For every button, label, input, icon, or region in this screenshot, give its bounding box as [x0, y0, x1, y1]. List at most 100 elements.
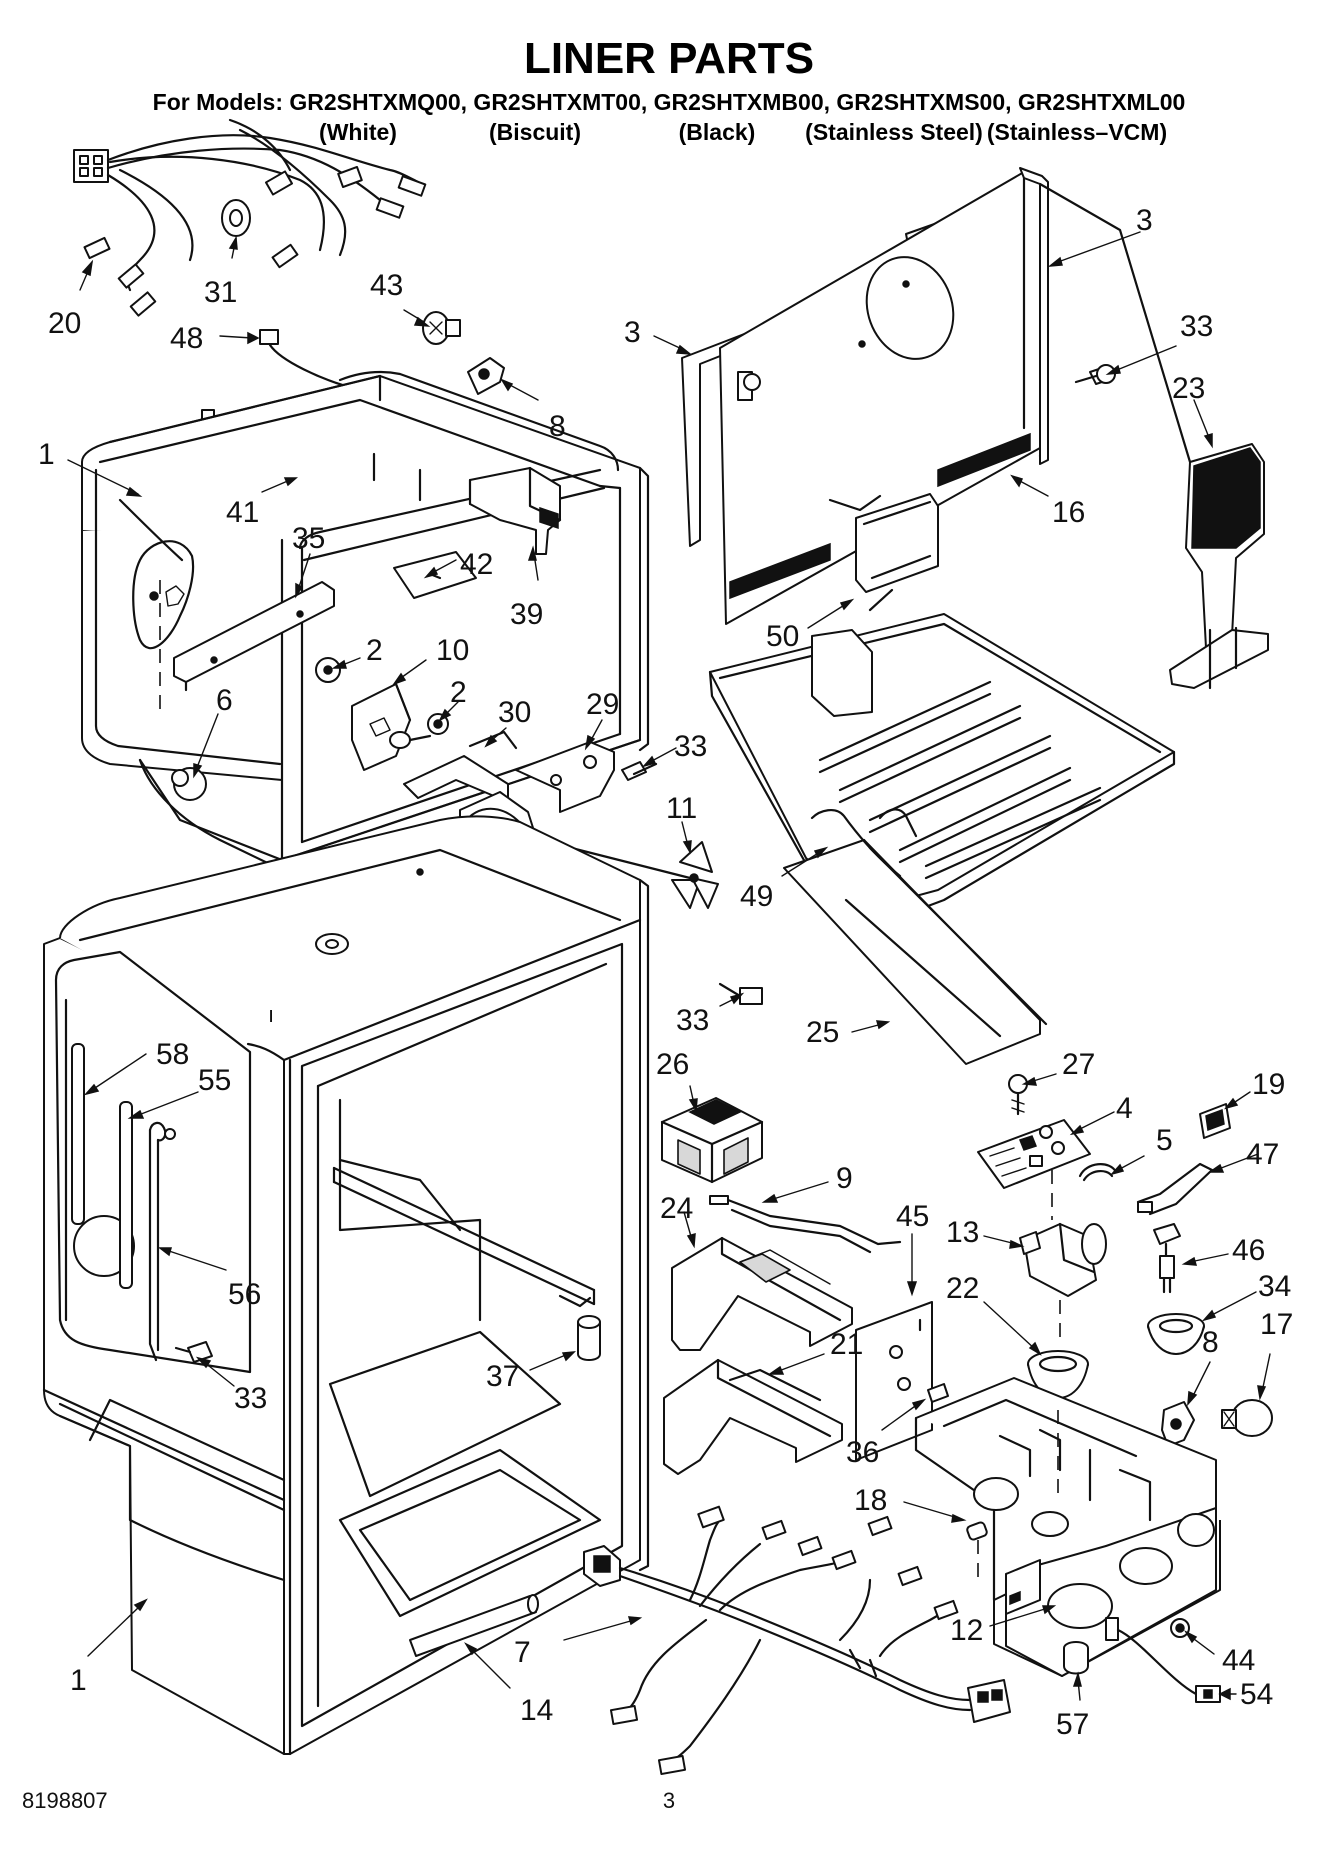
fan-bracket-25 [783, 808, 1048, 1065]
callout-43: 43 [370, 269, 403, 302]
damper-assembly-13 [1019, 1170, 1107, 1340]
callout-42: 42 [460, 548, 493, 581]
callout-33-a: 33 [674, 730, 707, 763]
clip-5 [1078, 1163, 1118, 1182]
callout-27: 27 [1062, 1048, 1095, 1081]
callout-21: 21 [830, 1328, 863, 1361]
switch-housing-26 [660, 1097, 764, 1184]
callout-34: 34 [1258, 1270, 1291, 1303]
callout-1-top: 1 [38, 438, 55, 471]
callout-labels: 20 31 48 43 8 1 41 35 42 39 2 10 6 2 30 … [38, 204, 1293, 1741]
plug-2-left [315, 657, 341, 683]
page-title: LINER PARTS [524, 34, 814, 83]
callout-10: 10 [436, 634, 469, 667]
heater-56 [148, 1121, 176, 1362]
callout-44: 44 [1222, 1644, 1255, 1677]
gasket-36 [927, 1383, 949, 1403]
vent-grille-right [937, 432, 1031, 488]
color-black: (Black) [679, 119, 756, 145]
lamp-socket-lower [1161, 1401, 1195, 1447]
callout-3-right: 3 [1136, 204, 1153, 237]
callout-9: 9 [836, 1162, 853, 1195]
callout-55: 55 [198, 1064, 231, 1097]
callout-2-left: 2 [366, 634, 383, 667]
callout-22: 22 [946, 1272, 979, 1305]
callout-39: 39 [510, 598, 543, 631]
callout-17: 17 [1260, 1308, 1293, 1341]
color-biscuit: (Biscuit) [489, 119, 581, 145]
callout-46: 46 [1232, 1234, 1265, 1267]
mounting-bracket-35 [173, 581, 335, 692]
callout-33-b: 33 [676, 1004, 709, 1037]
gasket-3-right [1019, 167, 1049, 465]
cup-22 [1027, 1350, 1089, 1399]
screw-33-b [718, 982, 763, 1005]
callout-36: 36 [846, 1436, 879, 1469]
callout-50: 50 [766, 620, 799, 653]
air-duct-39 [468, 466, 562, 555]
callout-58: 58 [156, 1038, 189, 1071]
callout-33-d: 33 [1180, 310, 1213, 343]
callout-37: 37 [486, 1360, 519, 1393]
wire-9 [709, 1195, 902, 1254]
callout-6: 6 [216, 684, 233, 717]
callout-18: 18 [854, 1484, 887, 1517]
air-housing-12 [914, 1377, 1221, 1677]
callout-31: 31 [204, 276, 237, 309]
callout-20: 20 [48, 307, 81, 340]
callout-33-c: 33 [234, 1382, 267, 1415]
refrigerator-liner: ı [42, 815, 650, 1756]
lower-wire-harness [583, 1505, 1011, 1775]
panel-45 [855, 1301, 933, 1461]
callout-8-top: 8 [549, 410, 566, 443]
strip-14 [409, 1594, 539, 1657]
thermistor-46 [1153, 1223, 1181, 1294]
grommet-18 [966, 1521, 988, 1580]
screw-33-c [174, 1341, 213, 1363]
callout-14: 14 [520, 1694, 553, 1727]
fan-blade-11 [538, 838, 719, 909]
callout-8-lower: 8 [1202, 1326, 1219, 1359]
vent-50 [855, 493, 939, 612]
crisper-tray-49 [708, 613, 1176, 932]
callout-13: 13 [946, 1216, 979, 1249]
callout-26: 26 [656, 1048, 689, 1081]
callout-29: 29 [586, 688, 619, 721]
callout-24: 24 [660, 1192, 693, 1225]
callout-11: 11 [666, 792, 697, 825]
tube-58 [71, 1043, 85, 1225]
vent-grille-left [729, 542, 831, 600]
upper-wire-harness [73, 118, 427, 317]
lamp-socket-top [467, 357, 505, 395]
callout-49: 49 [740, 880, 773, 913]
air-diffuser-23 [1038, 182, 1269, 690]
leader-lines [67, 231, 1271, 1701]
cup-34 [1147, 1313, 1205, 1355]
callout-7: 7 [514, 1636, 531, 1669]
wire-47 [1136, 1162, 1214, 1216]
callout-25: 25 [806, 1016, 839, 1049]
grommet-57 [1063, 1641, 1089, 1675]
callout-16: 16 [1052, 496, 1085, 529]
callout-5: 5 [1156, 1124, 1173, 1157]
duct-21 [663, 1358, 843, 1475]
callout-19: 19 [1252, 1068, 1285, 1101]
models-line: For Models: GR2SHTXMQ00, GR2SHTXMT00, GR… [153, 89, 1186, 115]
evaporator-cover-16 [719, 170, 1048, 625]
callout-47: 47 [1246, 1138, 1279, 1171]
screw-27 [1008, 1074, 1028, 1116]
callout-12: 12 [950, 1614, 983, 1647]
doc-number: 8198807 [22, 1788, 108, 1813]
cap-37 [577, 1315, 601, 1361]
callout-1-bottom: 1 [70, 1664, 87, 1697]
wire-54 [1105, 1617, 1221, 1703]
color-stainless-steel: (Stainless Steel) [805, 119, 983, 145]
deck-mark: ı [268, 1002, 274, 1027]
callout-35: 35 [292, 522, 325, 555]
duct-housing-24 [671, 1236, 853, 1351]
callout-4: 4 [1116, 1092, 1133, 1125]
knob-6 [171, 767, 207, 801]
page-number: 3 [663, 1788, 675, 1813]
control-board-4 [977, 1119, 1091, 1189]
